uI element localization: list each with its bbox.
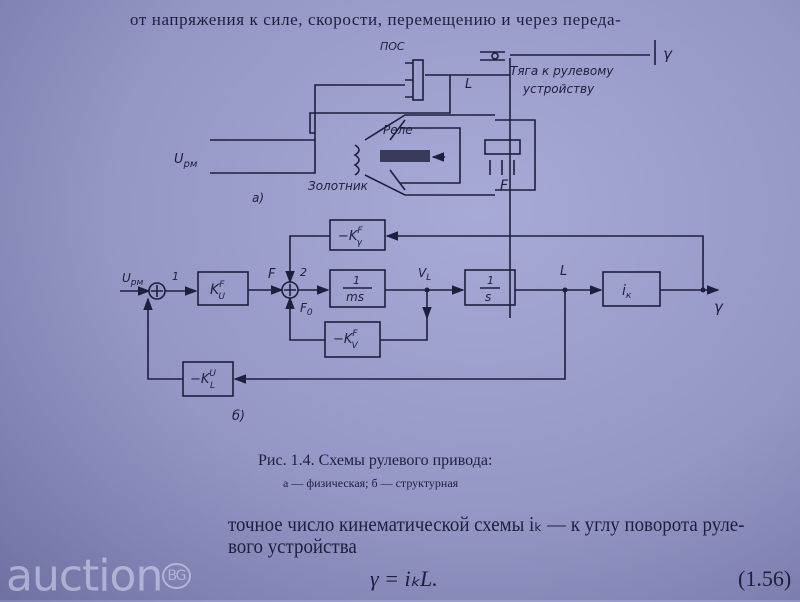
caption-subtitle: а — физическая; б — структурная — [283, 476, 459, 490]
svg-text:1: 1 — [487, 274, 494, 287]
fig-a-label: а) — [252, 191, 264, 205]
fig-b-label: б) — [232, 409, 245, 424]
svg-text:−KFV: −KFV — [333, 329, 359, 351]
svg-text:−KUL: −KUL — [190, 369, 216, 391]
rod-label-1: Тяга к рулевому — [510, 64, 614, 78]
node-1-label: 1 — [172, 270, 179, 283]
u-label: Uрм — [174, 152, 198, 170]
valve-spool — [380, 150, 430, 162]
pos-label: ПОС — [380, 40, 405, 53]
svg-text:VL: VL — [418, 266, 431, 283]
node-2-label: 2 — [300, 266, 307, 279]
body-text-top: от напряжения к силе, скорости, перемеще… — [130, 10, 622, 29]
svg-text:1: 1 — [353, 274, 360, 287]
svg-text:KFU: KFU — [210, 280, 225, 302]
svg-text:F0: F0 — [300, 301, 313, 318]
gamma-output-label: γ — [714, 298, 724, 316]
block-k-gamma-f — [329, 219, 386, 251]
block-k-uf — [197, 271, 249, 306]
l-signal-label: L — [560, 264, 567, 279]
f-label: F — [268, 267, 276, 282]
paragraph-line-2: вого устройства — [228, 534, 357, 558]
svg-text:s: s — [485, 290, 491, 304]
equation: γ = iₖL. — [370, 566, 438, 591]
block-1-s — [464, 269, 516, 306]
gamma-label: γ — [663, 45, 673, 63]
force-label: F — [500, 178, 509, 194]
paragraph-line-1: точное число кинематической схемы iₖ — к… — [228, 512, 745, 536]
valve-label: Золотник — [308, 179, 369, 193]
svg-text:ms: ms — [346, 290, 364, 304]
feedback-potentiometer — [412, 59, 424, 101]
rod-label-2: устройству — [522, 82, 595, 96]
block-1-ms — [329, 269, 386, 308]
piston — [484, 139, 521, 155]
caption-title: Рис. 1.4. Схемы рулевого привода: — [258, 452, 493, 469]
svg-text:iк: iк — [622, 283, 632, 301]
l-label: L — [465, 77, 472, 92]
equation-number: (1.56) — [738, 566, 792, 591]
physical-scheme: ПОС L γ Тяга к рулевому устройству Реле … — [174, 40, 673, 318]
relay-label: Реле — [383, 123, 413, 137]
svg-text:−KFγ: −KFγ — [338, 226, 363, 248]
block-ik — [602, 271, 661, 307]
svg-text:Uрм: Uрм — [122, 271, 144, 288]
